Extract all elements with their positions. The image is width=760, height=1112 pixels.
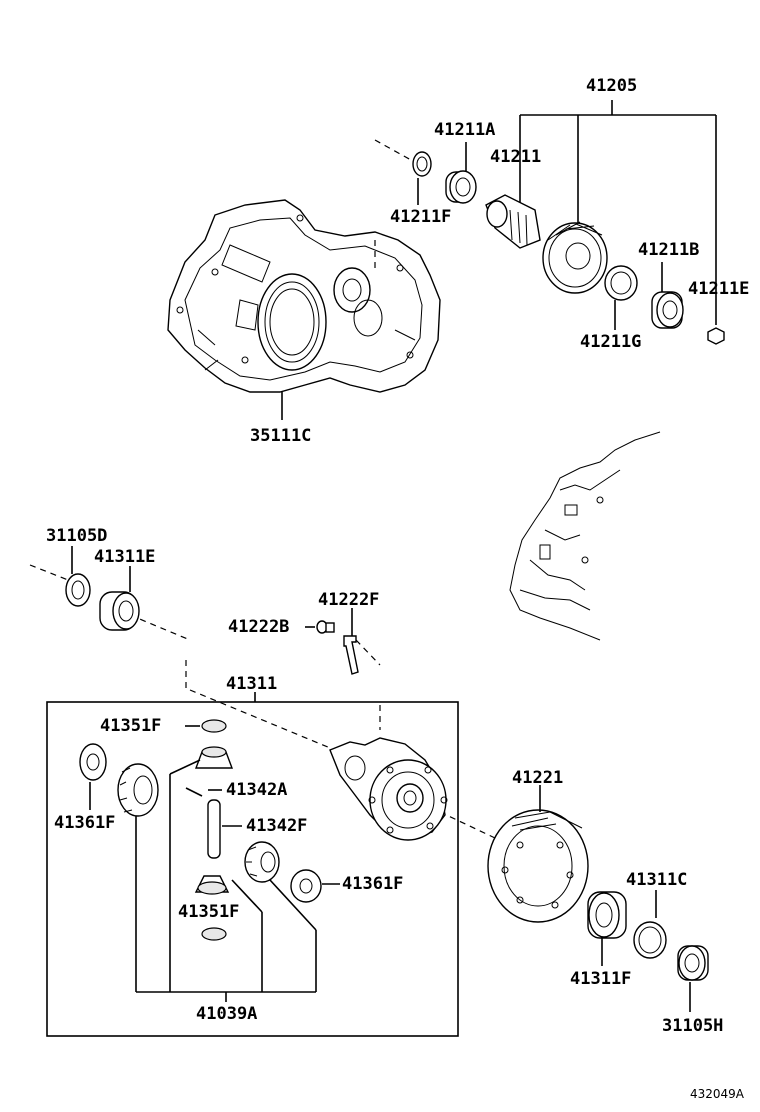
transaxle-housing — [167, 199, 441, 393]
label-41361F-left: 41361F — [54, 813, 116, 833]
label-41342A: 41342A — [226, 780, 288, 800]
label-41311F: 41311F — [570, 969, 632, 989]
label-41311E: 41311E — [94, 547, 156, 567]
shim-41311C — [633, 921, 667, 959]
bearing-41311E — [99, 591, 140, 631]
pin-41342A — [185, 787, 203, 797]
washer-41351F-top — [201, 719, 227, 733]
label-41342F: 41342F — [246, 816, 308, 836]
label-41211G: 41211G — [580, 332, 642, 352]
ring-gear-41221 — [487, 809, 589, 923]
pinion-gear-bottom — [194, 875, 230, 895]
diff-kit-box — [46, 701, 459, 1037]
bearing-41211A — [445, 170, 477, 204]
washer-41361F-left — [79, 743, 107, 781]
label-41311: 41311 — [226, 674, 278, 694]
differential-case-41311 — [329, 737, 448, 841]
label-41222B: 41222B — [228, 617, 290, 637]
transmission-case-sketch — [509, 431, 661, 641]
label-35111C: 35111C — [250, 426, 312, 446]
oil-seal-31105H — [677, 945, 709, 981]
transfer-gear-41205 — [542, 221, 608, 294]
side-gear-right — [244, 841, 280, 883]
label-41039A: 41039A — [196, 1004, 258, 1024]
pinion-gear-top — [194, 746, 234, 769]
nut-41211E — [707, 327, 725, 345]
bolt-41222B — [316, 620, 335, 634]
washer-41351F-bottom — [201, 927, 227, 941]
bearing-41311F — [587, 891, 627, 939]
label-41351F-top: 41351F — [100, 716, 162, 736]
bearing-race-41211G — [604, 265, 638, 301]
label-41211E: 41211E — [688, 279, 750, 299]
drive-pinion-shaft-41211 — [485, 194, 541, 249]
label-41205: 41205 — [586, 76, 638, 96]
label-41361F-right: 41361F — [342, 874, 404, 894]
label-41211F: 41211F — [390, 207, 452, 227]
label-41221: 41221 — [512, 768, 564, 788]
side-gear-left — [117, 763, 159, 817]
bracket-41205 — [519, 100, 717, 325]
pinion-shaft-41342F — [207, 799, 221, 859]
label-41211B: 41211B — [638, 240, 700, 260]
bearing-race-41211F — [412, 151, 432, 177]
bracket-41039A — [135, 759, 317, 1002]
label-41211A: 41211A — [434, 120, 496, 140]
bearing-41211B — [651, 291, 684, 329]
label-41211: 41211 — [490, 147, 542, 167]
label-41222F: 41222F — [318, 590, 380, 610]
lock-plate-41222F — [343, 635, 359, 675]
label-31105D: 31105D — [46, 526, 108, 546]
figure-code: 432049A — [690, 1087, 745, 1101]
label-31105H: 31105H — [662, 1016, 724, 1036]
label-41311C: 41311C — [626, 870, 688, 890]
label-41351F-bottom: 41351F — [178, 902, 240, 922]
washer-41361F-right — [290, 869, 322, 903]
oil-seal-31105D — [65, 573, 91, 607]
